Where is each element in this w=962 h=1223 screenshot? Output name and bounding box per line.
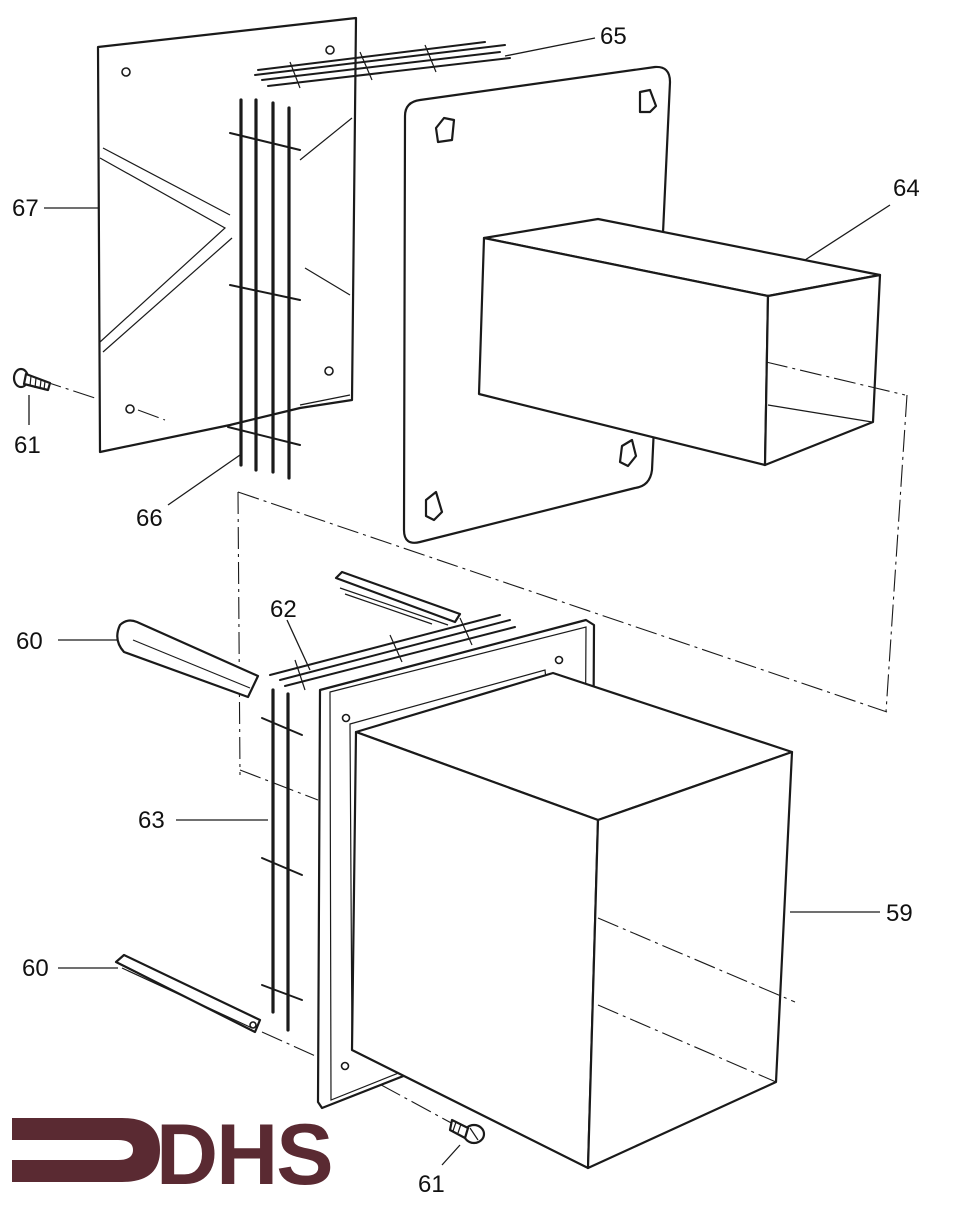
part-61-screw-upper [12,367,52,392]
screw-hole-icon [125,404,135,414]
label-65: 65 [600,23,627,50]
logo-text: DHS [156,1107,332,1203]
label-61-upper: 61 [14,432,41,459]
screw-hole-icon [325,45,335,55]
label-66: 66 [136,505,163,532]
label-64: 64 [893,175,920,202]
screw-hole-icon [249,1021,257,1029]
corner-tab-icon [424,490,444,522]
part-64-flange-and-box [402,65,906,544]
corner-tab-icon [618,438,638,468]
part-60-lower-trim [114,953,262,1034]
part-59-main-housing [316,618,796,1170]
part-65-top-grille [254,41,511,89]
part-67-wall-plate [96,16,358,454]
screw-hole-icon [324,366,334,376]
screw-hole-icon [121,67,131,77]
part-66-vertical-grille [227,98,301,480]
label-61-lower: 61 [418,1171,445,1198]
corner-tab-icon [434,116,456,144]
part-63-lower-vertical-grille [261,688,303,1032]
part-61-screw-lower [448,1118,486,1145]
label-63: 63 [138,807,165,834]
label-60-lower: 60 [22,955,49,982]
label-67: 67 [12,195,39,222]
label-62: 62 [270,596,297,623]
label-60-upper: 60 [16,628,43,655]
part-60-upper-trim [116,619,260,699]
corner-tab-icon [638,88,658,114]
top-trim-strip [334,570,462,626]
leader-lines [28,37,891,1166]
callout-labels: 65 64 67 61 66 62 60 63 59 60 61 [12,23,920,1198]
screw-hole-icon [554,655,564,665]
screw-hole-icon [341,713,351,723]
label-59: 59 [886,900,913,927]
dhs-logo: DHS [12,1107,334,1203]
logo-mark-icon [12,1118,160,1182]
screw-hole-icon [340,1061,350,1071]
